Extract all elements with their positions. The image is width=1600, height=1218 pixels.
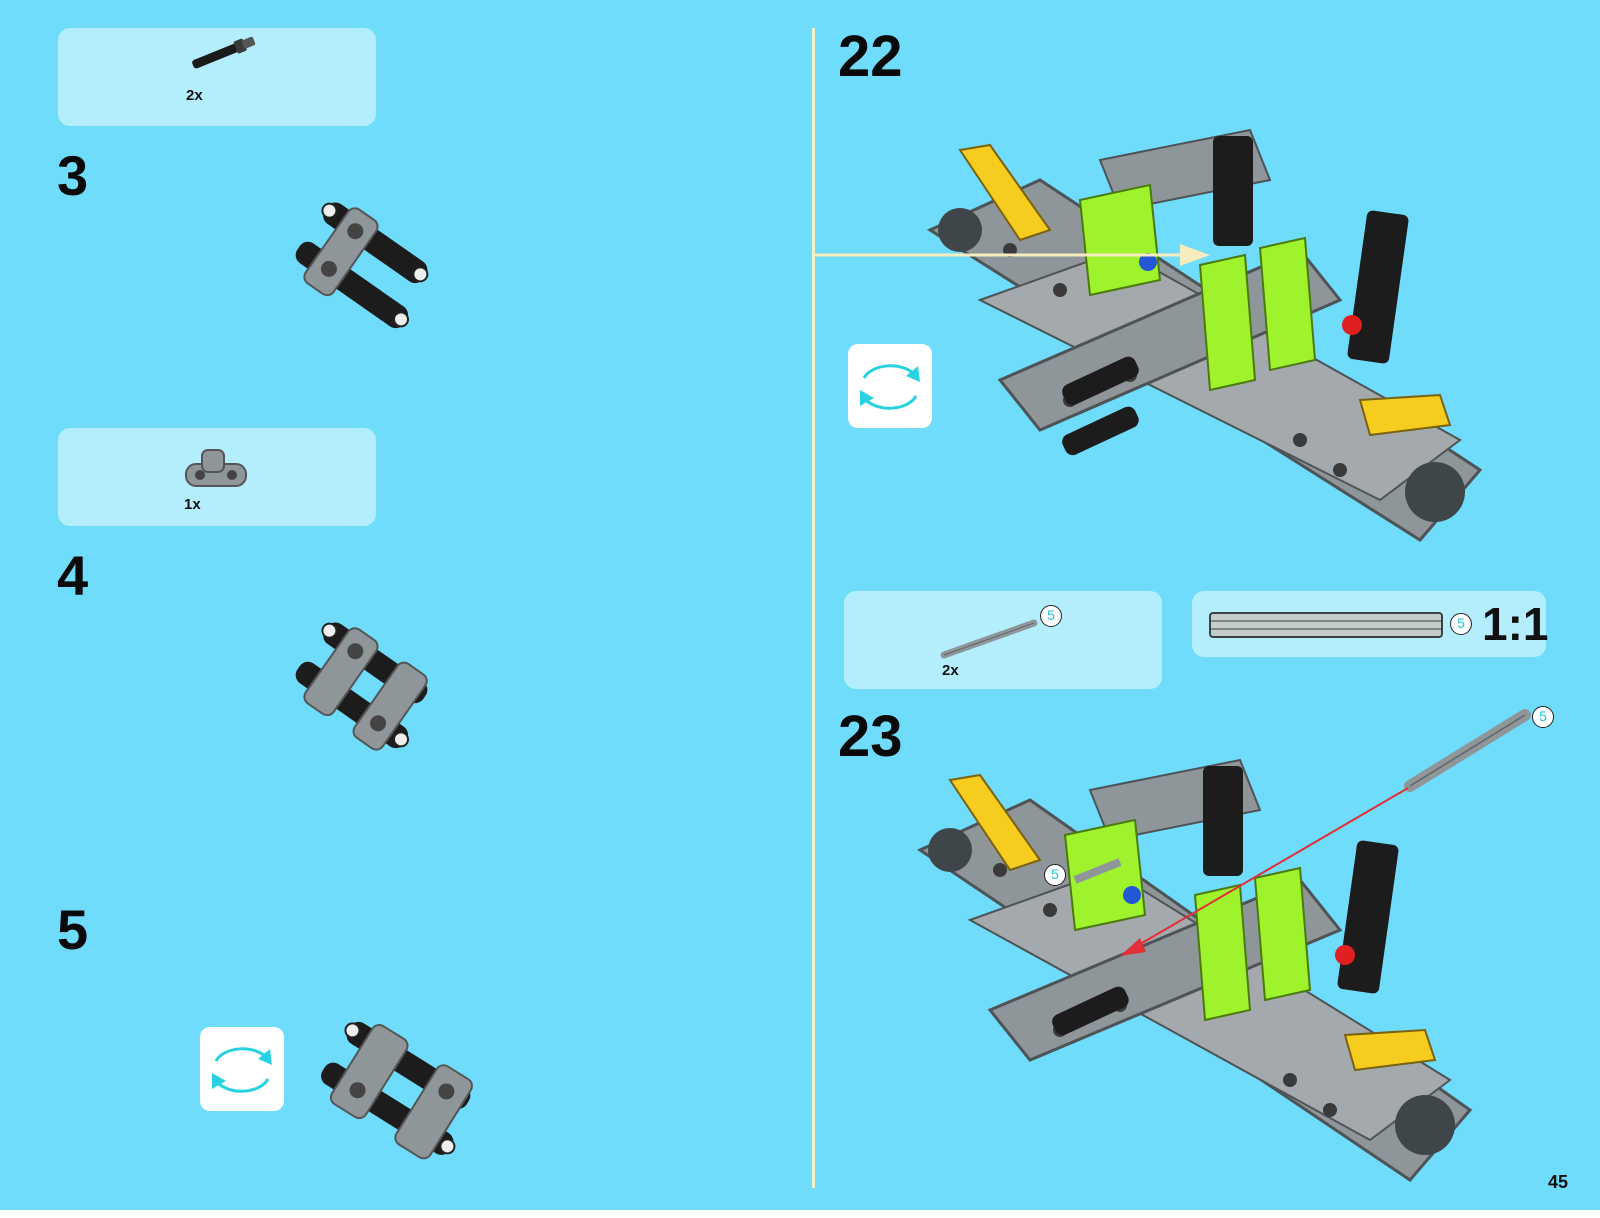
rotate-model-icon — [200, 1027, 284, 1111]
axle-length-callout: 5 — [1044, 864, 1066, 886]
technic-pin-with-axle-icon — [58, 28, 376, 126]
parts-box-step-4: 1x — [58, 428, 376, 526]
technic-axle-5-icon — [844, 591, 1162, 689]
step-number: 22 — [838, 28, 903, 86]
page-number: 45 — [1548, 1172, 1568, 1193]
axle-length-callout: 5 — [1450, 613, 1472, 635]
step-number: 3 — [57, 148, 88, 204]
axle-length-callout: 5 — [1532, 706, 1554, 728]
part-quantity: 2x — [942, 662, 959, 679]
technic-beam-connector-icon — [58, 428, 376, 526]
technic-assembly-step-4-icon — [0, 0, 800, 1218]
page-bottom-edge — [0, 1210, 1600, 1218]
technic-assembly-step-3-icon — [0, 0, 800, 1218]
scale-box: 5 1:1 — [1192, 591, 1546, 657]
parts-box-step-3: 2x — [58, 28, 376, 126]
axle-length-callout: 5 — [1040, 605, 1062, 627]
rotate-model-icon — [848, 344, 932, 428]
step-number: 23 — [838, 708, 903, 766]
part-quantity: 2x — [186, 87, 203, 104]
part-quantity: 1x — [184, 496, 201, 513]
parts-box-step-23: 5 2x — [844, 591, 1162, 689]
scale-label: 1:1 — [1482, 601, 1548, 647]
technic-assembly-step-5-icon — [0, 0, 800, 1218]
step-number: 4 — [57, 548, 88, 604]
page-divider — [812, 28, 815, 1188]
step-number: 5 — [57, 902, 88, 958]
